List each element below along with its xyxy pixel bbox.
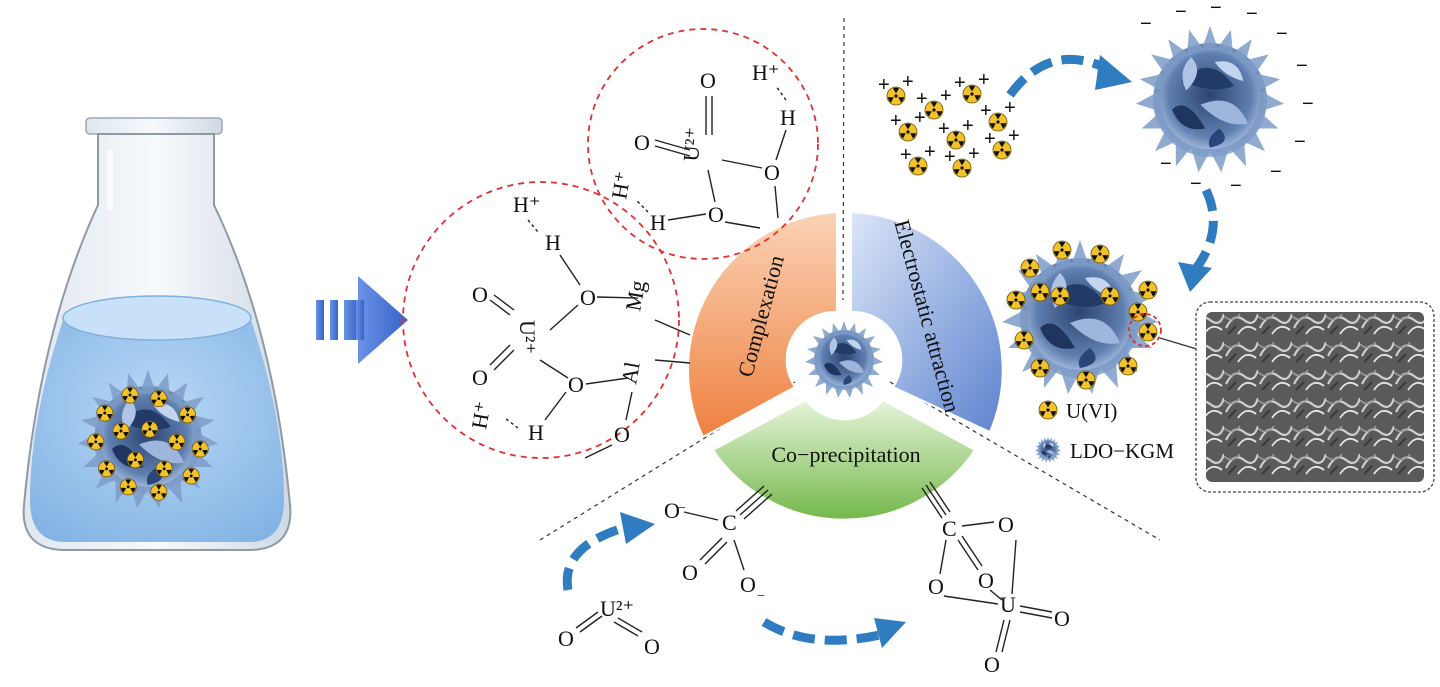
svg-text:U²⁺: U²⁺ [600,596,634,621]
svg-text:O: O [568,372,584,397]
svg-text:U²⁺: U²⁺ [515,320,540,354]
svg-text:O: O [634,130,650,155]
svg-text:C: C [722,510,737,535]
mechanism-wheel: Complexation Electrostatic attraction Co… [686,210,1004,521]
loaded-adsorbent [1002,240,1201,394]
svg-text:O: O [998,512,1014,537]
sem-image [1195,301,1435,493]
svg-text:O: O [664,498,680,523]
svg-text:H: H [650,210,666,235]
svg-text:O: O [682,560,698,585]
svg-text:O: O [614,422,630,447]
nanoflower-legend-icon [1034,436,1062,463]
svg-text:O: O [740,572,756,597]
legend-uranium: U(VI) [1066,399,1117,423]
svg-text:−: − [1302,93,1314,115]
legend-adsorbent: LDO−KGM [1070,439,1174,463]
svg-text:H⁺: H⁺ [606,169,635,200]
svg-text:O: O [580,285,596,310]
flow-arrow-down [1178,188,1218,292]
svg-text:−: − [1140,13,1152,35]
svg-text:H⁺: H⁺ [513,192,541,217]
flow-arrow-top [1006,54,1132,98]
svg-text:−: − [678,501,686,516]
flow-arrow-bottom [761,618,906,648]
svg-text:H⁺: H⁺ [752,60,780,85]
svg-text:O: O [984,652,1000,677]
svg-text:Mg: Mg [620,278,650,312]
svg-text:U²⁺: U²⁺ [678,126,706,162]
svg-text:−: − [1160,153,1172,175]
svg-text:−: − [1246,3,1258,25]
svg-text:H⁺: H⁺ [466,399,495,430]
svg-text:H: H [545,230,561,255]
svg-text:O: O [558,626,574,651]
electrostatic-uranyl-ions [878,69,1020,177]
svg-text:−: − [1210,0,1222,19]
svg-text:O: O [1054,606,1070,631]
svg-text:−: − [1276,23,1288,45]
svg-text:O: O [472,365,488,390]
svg-text:O: O [472,282,488,307]
coprecipitation-structures: O − C O O − U²⁺ O O C O O O U [558,481,1070,677]
coprecipitation-label: Co−precipitation [771,442,920,467]
radiation-icon [1038,400,1058,420]
flask-icon [22,117,292,551]
svg-text:−: − [757,589,765,604]
svg-text:−: − [1270,161,1282,183]
complexation-structures: H⁺ H O Mg U²⁺ O O O Al H H⁺ O O U²⁺ O [402,28,819,459]
svg-text:−: − [1175,1,1187,23]
svg-text:−: − [1294,131,1306,153]
svg-text:H: H [528,420,544,445]
charged-adsorbent: − − − − − − − − − − − − [1135,0,1314,197]
flow-arrow-left [562,512,655,591]
segment-coprecipitation [711,398,977,521]
segment-electrostatic [850,210,1004,434]
svg-text:O: O [644,634,660,659]
svg-text:O: O [928,574,944,599]
svg-text:O: O [700,68,716,93]
svg-text:O: O [978,568,994,593]
svg-text:−: − [1230,175,1242,197]
svg-text:U: U [1000,592,1016,617]
svg-text:H: H [780,105,796,130]
legend: U(VI) LDO−KGM [1034,399,1174,463]
arrow-right-icon [316,276,408,364]
svg-text:C: C [942,516,957,541]
segment-complexation [686,210,838,439]
svg-text:O: O [764,160,780,185]
svg-text:−: − [1190,173,1202,195]
svg-text:Al: Al [616,360,644,386]
svg-text:−: − [1296,55,1308,77]
svg-text:O: O [708,202,724,227]
